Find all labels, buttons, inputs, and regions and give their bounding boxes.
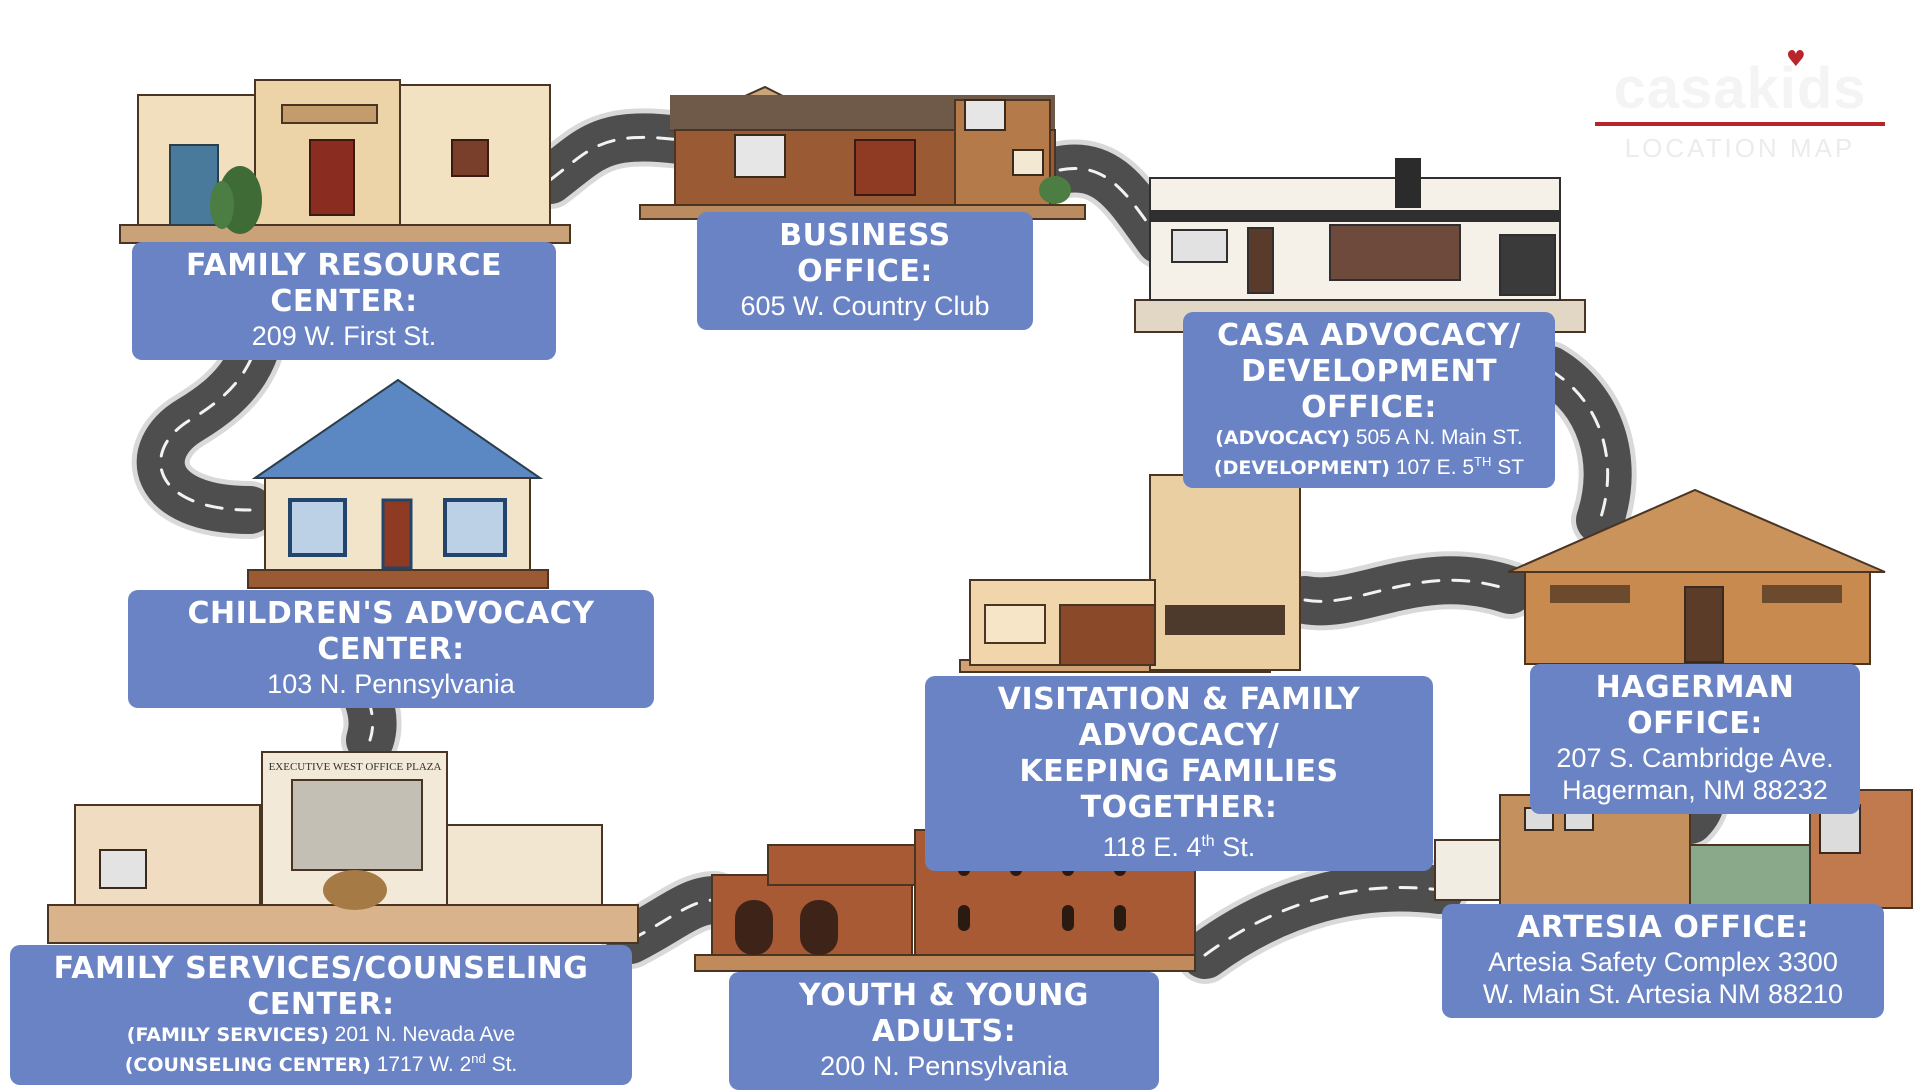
hagerman-office-building — [1507, 488, 1886, 665]
address-superscript: TH — [1474, 454, 1492, 469]
label-title-line-1: VISITATION & FAMILY ADVOCACY/ — [997, 682, 1361, 753]
logo-subtitle: LOCATION MAP — [1624, 133, 1856, 163]
logo-divider — [1595, 122, 1885, 126]
label-address: 103 N. Pennsylvania — [267, 669, 515, 699]
address-text: 505 A N. Main ST. — [1355, 426, 1523, 449]
address-suffix: St. — [491, 1053, 518, 1076]
casa-office-label[interactable]: CASA ADVOCACY/ DEVELOPMENT OFFICE: (ADVO… — [1183, 312, 1555, 488]
heart-icon: ♥ — [1786, 47, 1806, 72]
development-address: (DEVELOPMENT) 107 E. 5TH ST — [1197, 450, 1541, 480]
business-office-label[interactable]: BUSINESS OFFICE: 605 W. Country Club — [697, 212, 1033, 330]
counseling-center-address: (COUNSELING CENTER) 1717 W. 2nd St. — [24, 1047, 618, 1077]
visitation-label[interactable]: VISITATION & FAMILY ADVOCACY/ KEEPING FA… — [925, 676, 1433, 871]
label-address: 605 W. Country Club — [740, 291, 990, 321]
label-title-line-2: KEEPING FAMILIES TOGETHER: — [1019, 754, 1339, 825]
address-label: (FAMILY SERVICES) — [126, 1024, 329, 1046]
label-title: HAGERMAN OFFICE: — [1595, 670, 1795, 741]
hagerman-office-label[interactable]: HAGERMAN OFFICE: 207 S. Cambridge Ave. H… — [1530, 664, 1860, 814]
label-title-line-2: DEVELOPMENT OFFICE: — [1240, 354, 1498, 425]
label-title: CHILDREN'S ADVOCACY CENTER: — [187, 596, 595, 667]
address-label: (DEVELOPMENT) — [1213, 457, 1390, 479]
advocacy-address: (ADVOCACY) 505 A N. Main ST. — [1197, 426, 1541, 450]
label-title: FAMILY RESOURCE CENTER: — [185, 248, 503, 319]
label-address-line-2: Hagerman, NM 88232 — [1562, 775, 1828, 805]
casa-office-building — [1134, 158, 1586, 333]
family-resource-center-building — [119, 79, 571, 244]
label-address: 209 W. First St. — [251, 321, 437, 351]
label-title: YOUTH & YOUNG ADULTS: — [799, 978, 1089, 1049]
label-address-line-2: W. Main St. Artesia NM 88210 — [1482, 979, 1844, 1009]
business-office-building — [639, 85, 1086, 220]
address-label: (COUNSELING CENTER) — [124, 1054, 371, 1076]
address-text: 107 E. 5 — [1395, 456, 1475, 479]
label-title-line-1: CASA ADVOCACY/ — [1217, 318, 1521, 353]
childrens-advocacy-center-building — [247, 378, 549, 589]
youth-label[interactable]: YOUTH & YOUNG ADULTS: 200 N. Pennsylvani… — [729, 972, 1159, 1090]
address-superscript: th — [1201, 833, 1215, 850]
address-text: 118 E. 4 — [1102, 832, 1202, 862]
address-suffix: St. — [1222, 832, 1256, 862]
label-address: 200 N. Pennsylvania — [820, 1051, 1068, 1081]
label-title: ARTESIA OFFICE: — [1516, 910, 1810, 945]
label-address-line-1: 207 S. Cambridge Ave. — [1556, 743, 1834, 773]
childrens-advocacy-label[interactable]: CHILDREN'S ADVOCACY CENTER: 103 N. Penns… — [128, 590, 654, 708]
family-services-label[interactable]: FAMILY SERVICES/COUNSELING CENTER: (FAMI… — [10, 945, 632, 1085]
casakids-logo: casakids ♥ LOCATION MAP — [1595, 47, 1885, 175]
executive-plaza-sign: EXECUTIVE WEST OFFICE PLAZA — [269, 761, 442, 773]
logo-brand: casakids — [1613, 56, 1867, 121]
address-suffix: ST — [1497, 456, 1525, 479]
address-text: 1717 W. 2 — [376, 1053, 472, 1076]
address-text: 201 N. Nevada Ave — [334, 1023, 516, 1046]
family-services-address: (FAMILY SERVICES) 201 N. Nevada Ave — [24, 1023, 618, 1047]
address-superscript: nd — [471, 1051, 486, 1066]
family-services-building: EXECUTIVE WEST OFFICE PLAZA — [47, 751, 639, 944]
label-address: 118 E. 4th St. — [939, 826, 1419, 863]
label-title: FAMILY SERVICES/COUNSELING CENTER: — [53, 951, 589, 1022]
label-title: BUSINESS OFFICE: — [779, 218, 951, 289]
artesia-office-label[interactable]: ARTESIA OFFICE: Artesia Safety Complex 3… — [1442, 904, 1884, 1018]
label-address-line-1: Artesia Safety Complex 3300 — [1488, 947, 1838, 977]
address-label: (ADVOCACY) — [1215, 427, 1350, 449]
family-resource-label[interactable]: FAMILY RESOURCE CENTER: 209 W. First St. — [132, 242, 556, 360]
visitation-building — [959, 474, 1301, 673]
